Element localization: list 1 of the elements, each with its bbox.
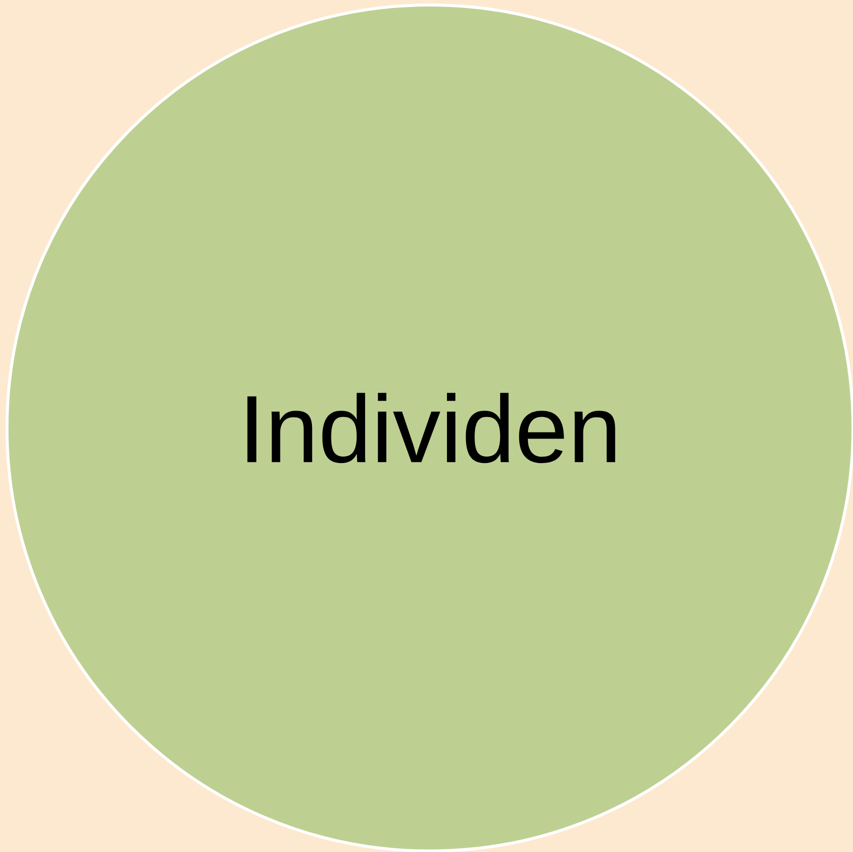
circle-node: Individen: [6, 3, 853, 852]
